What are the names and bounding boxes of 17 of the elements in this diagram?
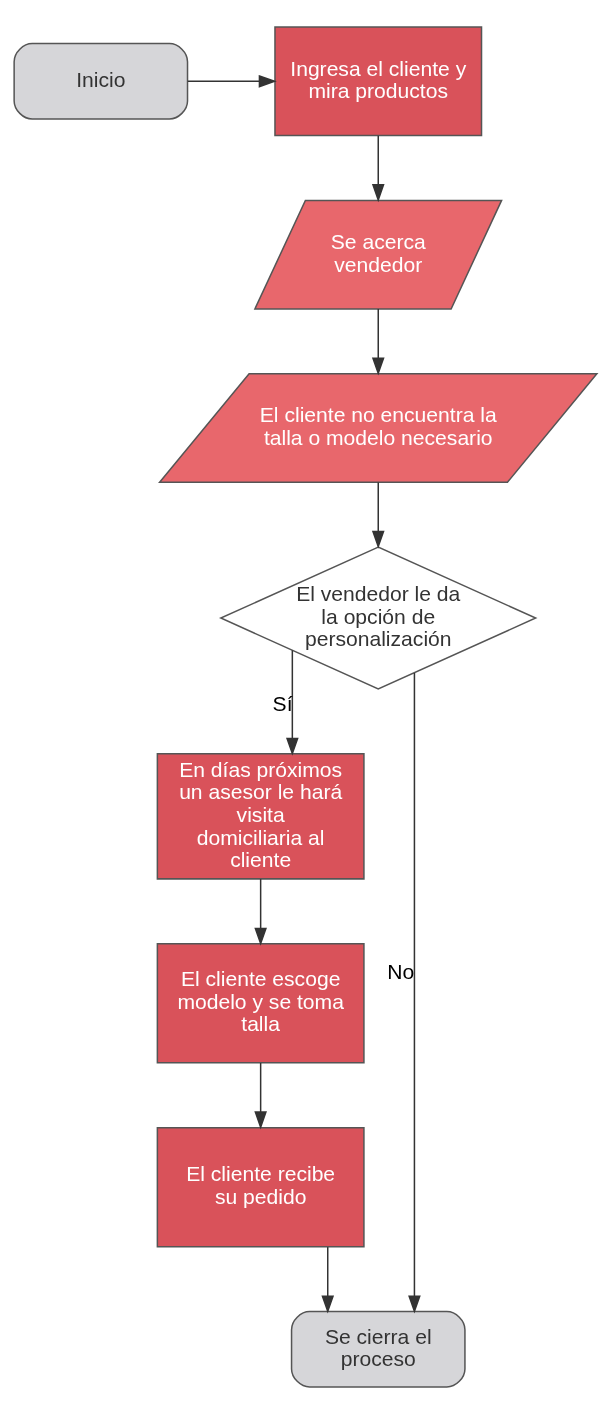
node-box: En días próximos un asesor le hará visita domiciliaria al cliente [156, 753, 365, 880]
node-box: El cliente recibe su pedido [156, 1126, 365, 1248]
arrow [254, 1062, 267, 1130]
arrow [371, 134, 385, 203]
node-diamond: El vendedor le da la opción de personalización [219, 546, 538, 690]
arrow [321, 1246, 335, 1314]
arrow [286, 649, 299, 756]
arrow [187, 74, 277, 88]
arrow [371, 481, 385, 549]
arrow [254, 878, 267, 946]
node-box: Ingresa el cliente y mira productos [274, 26, 483, 137]
node-box: Se cierra el proceso [290, 1310, 466, 1388]
arrow [371, 308, 385, 376]
node-box: El cliente escoge modelo y se toma talla [156, 942, 365, 1064]
edge-label: No [387, 959, 415, 983]
arrow [408, 672, 421, 1314]
node-box: Inicio [13, 42, 189, 120]
